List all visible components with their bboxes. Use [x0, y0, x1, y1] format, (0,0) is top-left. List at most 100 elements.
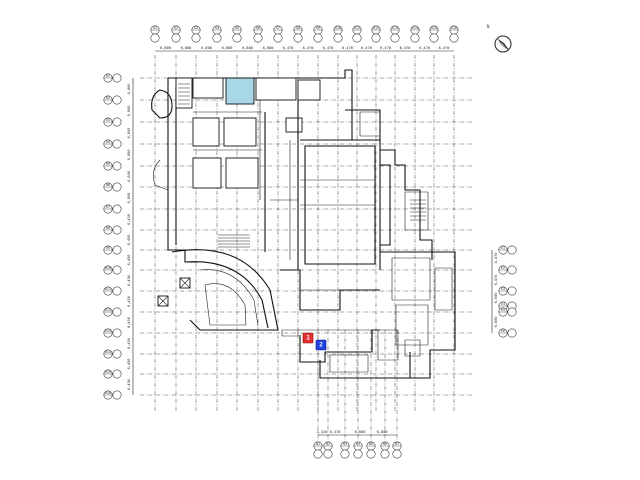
- grid-bubble-bottom: [392, 449, 402, 459]
- dimension-top: 6,800: [263, 46, 274, 50]
- grid-bubble-bottom-label: B5: [369, 442, 373, 446]
- grid-bubble-bottom: B4: [353, 441, 363, 451]
- grid-bubble-left-label: R6: [106, 183, 110, 187]
- grid-bubble-top: G10: [333, 25, 343, 35]
- grid-bubble-top: [333, 33, 343, 43]
- grid-bubble-top-label: G3: [194, 26, 198, 30]
- dimension-right: 6,000: [494, 293, 498, 304]
- grid-bubble-right-label: E5: [501, 308, 505, 312]
- dimension-top: 6,800: [242, 46, 253, 50]
- grid-bubble-top: G9: [313, 25, 323, 35]
- grid-bubble-top: G1: [150, 25, 160, 35]
- dimension-left: 6,800: [127, 193, 131, 204]
- grid-bubble-left: [112, 390, 122, 400]
- grid-bubble-left: R9: [103, 245, 113, 255]
- grid-bubble-top-label: G1: [153, 26, 157, 30]
- grid-bubble-left: [112, 369, 122, 379]
- dimension-top: 6,470: [419, 46, 430, 50]
- grid-bubble-top-label: G6: [256, 26, 260, 30]
- grid-bubble-left: R10: [103, 265, 113, 275]
- grid-bubble-left: [112, 245, 122, 255]
- dimension-top: 6,470: [303, 46, 314, 50]
- grid-bubble-bottom: B3: [340, 441, 350, 451]
- grid-bubble-top-label: G11: [354, 26, 360, 30]
- grid-bubble-top: [253, 33, 263, 43]
- grid-bubble-bottom: [353, 449, 363, 459]
- grid-bubble-bottom-label: B7: [395, 442, 399, 446]
- marker-2[interactable]: 2: [315, 339, 327, 351]
- grid-lines: [132, 50, 493, 440]
- building-outline: [151, 69, 456, 379]
- grid-bubble-right-label: E2: [501, 266, 505, 270]
- grid-bubble-top: G4: [212, 25, 222, 35]
- dimension-left: 6,800: [127, 106, 131, 117]
- grid-bubble-top: G3: [191, 25, 201, 35]
- grid-bubble-right: [507, 307, 517, 317]
- dimension-left: 6,800: [127, 150, 131, 161]
- grid-bubble-bottom: B7: [392, 441, 402, 451]
- dimensions-left: 6,800 6,800 6,800 6,800 6,800 6,800 6,450 6,450…: [127, 84, 131, 390]
- grid-bubble-left-label: R9: [106, 246, 110, 250]
- grid-bubble-left-label: R4: [106, 140, 110, 144]
- grid-bubble-left: [112, 161, 122, 171]
- dimension-left: 6,450: [127, 235, 131, 246]
- dimension-top: 6,470: [400, 46, 411, 50]
- dimension-left: 6,450: [127, 379, 131, 390]
- stair: [218, 234, 250, 248]
- dimension-top: 6,800: [222, 46, 233, 50]
- grid-bubble-top: G6: [253, 25, 263, 35]
- grid-bubble-left-label: R14: [105, 350, 111, 354]
- grid-bubble-left: [112, 117, 122, 127]
- north-label: N: [487, 24, 490, 29]
- grid-bubble-left: R2: [103, 95, 113, 105]
- grid-bubble-top-label: G4: [215, 26, 219, 30]
- grid-bubble-bottom: B2: [323, 441, 333, 451]
- grid-bubble-left-label: R15: [105, 370, 111, 374]
- grid-bubble-right-label: E4: [501, 302, 505, 306]
- grid-bubble-top: [171, 33, 181, 43]
- dimension-bottom: 6,800: [355, 430, 366, 434]
- void-symbol: [157, 277, 191, 307]
- highlighted-room[interactable]: [225, 77, 255, 105]
- dimension-top: 6,470: [342, 46, 353, 50]
- dimension-bottom: 1,520: [317, 430, 328, 434]
- dimension-left: 6,800: [127, 84, 131, 95]
- grid-bubble-left: [112, 265, 122, 275]
- grid-bubble-bottom-label: B2: [326, 442, 330, 446]
- grid-bubble-top-label: G9: [316, 26, 320, 30]
- grid-bubble-top-label: G10: [335, 26, 341, 30]
- grid-bubble-left: R8: [103, 225, 113, 235]
- grid-bubble-right: E1: [498, 245, 508, 255]
- grid-bubble-right: [507, 328, 517, 338]
- grid-bubble-top: [352, 33, 362, 43]
- dimension-top: 6,800: [181, 46, 192, 50]
- dimension-right: 6,470: [494, 275, 498, 286]
- grid-bubble-left: R16: [103, 390, 113, 400]
- grid-bubble-left: [112, 349, 122, 359]
- grid-bubble-bottom-label: B1: [316, 442, 320, 446]
- grid-bubble-left-label: R8: [106, 226, 110, 230]
- grid-bubble-left-label: R11: [105, 287, 111, 291]
- grid-bubble-left: R3: [103, 117, 113, 127]
- dimension-left: 6,450: [127, 317, 131, 328]
- dimension-left: 6,800: [127, 128, 131, 139]
- marker-1[interactable]: 1: [302, 332, 314, 344]
- dimension-top: 6,470: [283, 46, 294, 50]
- dimension-top: 6,800: [160, 46, 171, 50]
- grid-bubble-top: [232, 33, 242, 43]
- grid-bubble-top: [410, 33, 420, 43]
- dimension-top: 6,470: [323, 46, 334, 50]
- grid-bubble-top-label: G14: [412, 26, 418, 30]
- grid-bubble-left: [112, 307, 122, 317]
- marker-1-label: 1: [306, 335, 310, 342]
- grid-bubble-left: R14: [103, 349, 113, 359]
- grid-bubble-top: [273, 33, 283, 43]
- grid-bubble-left-label: R10: [105, 266, 111, 270]
- grid-bubble-left: [112, 182, 122, 192]
- dimension-left: 6,800: [127, 171, 131, 182]
- grid-bubble-bottom: B5: [366, 441, 376, 451]
